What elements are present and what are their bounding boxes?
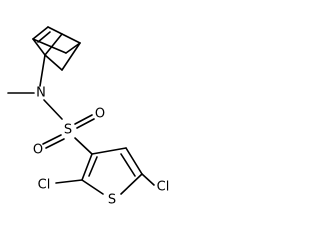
bond-s-c2-ring (81, 179, 104, 195)
bond-s-o-right-b (76, 118, 95, 129)
bond-c2-c3-double (88, 156, 98, 177)
bond-c5-c4-double (120, 153, 136, 177)
norbornene-cage (32, 26, 81, 71)
bond-s-o-right-a (74, 114, 93, 125)
bond-c7-c3 (65, 42, 81, 54)
bond-s-c3 (74, 137, 93, 155)
bond-c1-c5 (32, 38, 46, 56)
bond-c4-c5-ring (125, 147, 143, 175)
atom-oxygen-left: O (33, 143, 43, 158)
bond-c1-c2 (44, 33, 63, 56)
atom-sulfur-sulfonyl: S (64, 123, 72, 138)
bond-c2-c3 (61, 33, 81, 44)
bond-c5-c6-inner (37, 31, 51, 43)
bond-c7-c5 (32, 38, 67, 54)
bond-c2-cl (55, 179, 83, 184)
bond-c4-c1 (44, 54, 63, 71)
bond-s-o-left-b (45, 138, 65, 149)
bond-c5-cl (141, 173, 155, 186)
atom-nitrogen: N (36, 86, 46, 101)
atom-chlorine-right: Cl (157, 180, 170, 195)
bond-s-o-left-a (42, 134, 62, 145)
bond-c5-s-ring (120, 173, 143, 195)
atom-chlorine-left: Cl (38, 178, 51, 193)
structure-canvas: N S O O S Cl Cl (7, 26, 170, 208)
bond-c-n (39, 54, 46, 87)
bond-c5-c6-outer (32, 26, 49, 40)
thiophene-ring (81, 147, 143, 195)
atom-sulfur-ring: S (108, 193, 116, 208)
bond-c6-c2 (47, 26, 63, 35)
bond-c3-c4-ring (91, 147, 127, 155)
bond-n-s (43, 99, 63, 120)
molecule-diagram: N S O O S Cl Cl (7, 26, 170, 208)
bond-c3-c4 (61, 42, 81, 71)
atom-oxygen-right: O (95, 107, 105, 122)
bond-c2-c3-ring (81, 153, 93, 181)
